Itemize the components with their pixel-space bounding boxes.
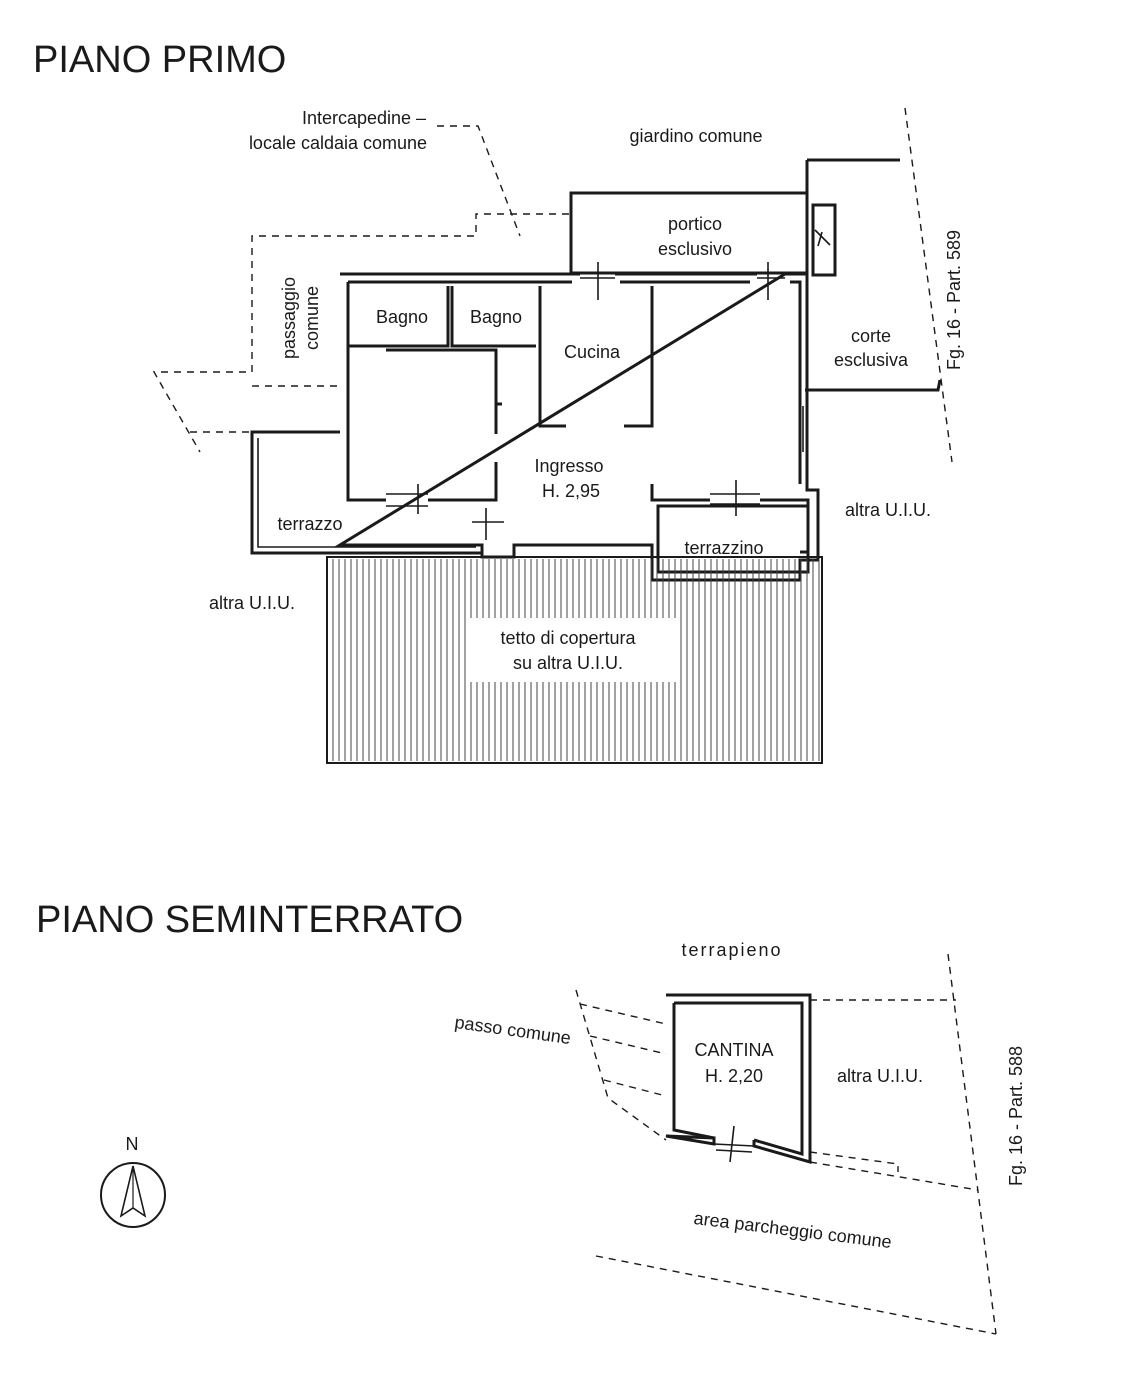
cucina-west-wall	[538, 286, 566, 428]
cucina-east-wall	[624, 286, 654, 428]
compass-north-icon: N	[100, 1134, 166, 1228]
label-terrapieno: terrapieno	[681, 940, 782, 960]
passo-lines	[579, 1003, 667, 1097]
label-bagno-1: Bagno	[376, 307, 428, 327]
cadastral-label-589: Fg. 16 - Part. 589	[944, 230, 964, 370]
label-altra-uiu-basement: altra U.I.U.	[837, 1066, 923, 1086]
terrazzo-inner	[257, 438, 476, 548]
cadastral-line-588	[947, 953, 997, 1335]
label-portico: portico	[668, 214, 722, 234]
label-ingresso-height: H. 2,95	[542, 481, 600, 501]
passo-boundary	[575, 989, 667, 1141]
compass-label: N	[126, 1134, 139, 1154]
bagno-2-walls	[450, 286, 536, 348]
cantina-window	[713, 1125, 755, 1163]
portico-pillar	[811, 203, 837, 277]
basement-title: PIANO SEMINTERRATO	[36, 899, 463, 941]
label-altra-uiu-right: altra U.I.U.	[845, 500, 931, 520]
parcheggio-boundary	[595, 1255, 997, 1335]
terrazzo-walls	[250, 430, 482, 555]
intercapedine-leader	[437, 125, 521, 237]
common-area-boundary	[152, 213, 569, 453]
altra-uiu-boundary	[809, 1151, 979, 1191]
bagno-1-walls	[348, 286, 450, 348]
living-south-wall	[346, 282, 498, 502]
label-esclusivo: esclusivo	[658, 239, 732, 259]
label-passaggio-comune: comune	[302, 286, 322, 350]
label-tetto-uiu: su altra U.I.U.	[513, 653, 623, 673]
label-terrazzo: terrazzo	[277, 514, 342, 534]
corte-boundary	[805, 379, 942, 392]
label-cucina: Cucina	[564, 342, 621, 362]
label-terrazzino: terrazzino	[684, 538, 763, 558]
apartment-inner-wall	[348, 280, 802, 484]
corridor-wall	[386, 348, 498, 434]
terrazzino-walls	[656, 504, 810, 574]
label-corte: corte	[851, 326, 891, 346]
first-floor-title: PIANO PRIMO	[33, 39, 286, 81]
apartment-outer-wall	[334, 272, 820, 582]
cantina-inner-wall	[672, 1001, 804, 1156]
label-passo-comune: passo comune	[453, 1012, 572, 1048]
label-caldaia: locale caldaia comune	[249, 133, 427, 153]
window-marks	[386, 262, 804, 540]
label-cantina: CANTINA	[694, 1040, 773, 1060]
roof-label-bg	[468, 618, 678, 682]
roof-hatch	[332, 559, 820, 761]
label-corte-esclusiva: esclusiva	[834, 350, 909, 370]
label-altra-uiu-left: altra U.I.U.	[209, 593, 295, 613]
label-intercapedine: Intercapedine –	[302, 108, 426, 128]
roof-outline	[326, 556, 823, 764]
label-giardino: giardino comune	[629, 126, 762, 146]
label-passaggio: passaggio	[279, 277, 299, 359]
portico-stair-icon	[814, 229, 831, 247]
label-cantina-height: H. 2,20	[705, 1066, 763, 1086]
label-tetto: tetto di copertura	[500, 628, 636, 648]
label-ingresso: Ingresso	[534, 456, 603, 476]
label-bagno-2: Bagno	[470, 307, 522, 327]
cadastral-label-588: Fg. 16 - Part. 588	[1006, 1046, 1026, 1186]
label-parcheggio: area parcheggio comune	[693, 1208, 893, 1252]
